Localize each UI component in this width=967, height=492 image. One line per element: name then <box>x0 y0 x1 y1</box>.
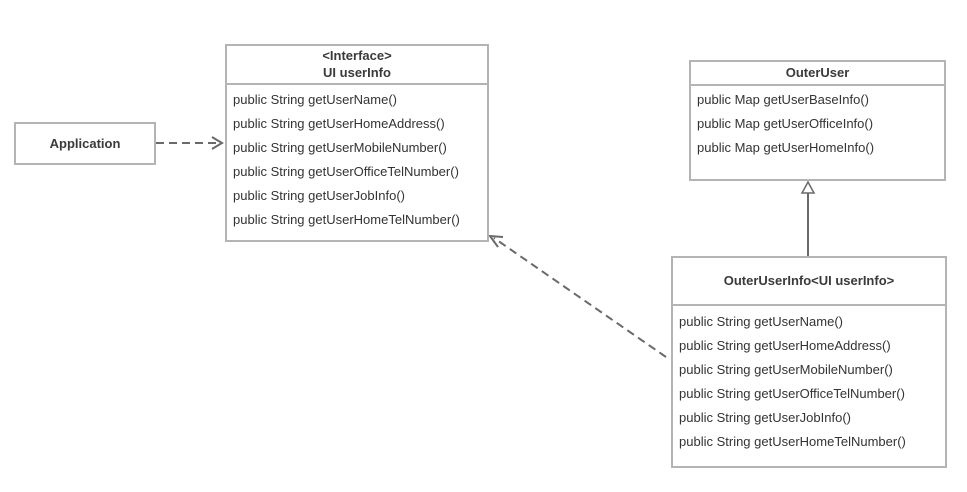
outer-user-methods: public Map getUserBaseInfo() public Map … <box>691 86 944 160</box>
interface-method: public String getUserMobileNumber() <box>233 140 447 155</box>
realization-arrowhead <box>487 234 504 248</box>
outer-user-info-name: OuterUserInfo<UI userInfo> <box>723 273 895 288</box>
outer-user-method: public Map getUserOfficeInfo() <box>697 116 874 131</box>
outer-user-info-method: public String getUserHomeTelNumber() <box>679 434 906 449</box>
interface-method: public String getUserName() <box>233 92 398 107</box>
outer-user-info-method: public String getUserJobInfo() <box>679 410 851 425</box>
interface-header: <Interface> UI userInfo <box>227 46 487 85</box>
interface-method: public String getUserOfficeTelNumber() <box>233 164 459 179</box>
interface-name: UI userInfo <box>323 65 391 80</box>
inheritance-arrowhead <box>800 180 816 194</box>
outer-user-name: OuterUser <box>785 65 850 80</box>
outer-user-method: public Map getUserBaseInfo() <box>697 92 869 107</box>
interface-method: public String getUserJobInfo() <box>233 188 405 203</box>
application-label: Application <box>49 136 121 151</box>
outer-user-box: OuterUser public Map getUserBaseInfo() p… <box>689 60 946 181</box>
realization-line <box>493 237 667 358</box>
outer-user-info-method: public String getUserName() <box>679 314 844 329</box>
outer-user-info-method: public String getUserHomeAddress() <box>679 338 891 353</box>
outer-user-info-header: OuterUserInfo<UI userInfo> <box>673 258 945 306</box>
outer-user-header: OuterUser <box>691 62 944 86</box>
interface-box: <Interface> UI userInfo public String ge… <box>225 44 489 242</box>
outer-user-info-methods: public String getUserName() public Strin… <box>673 306 945 454</box>
outer-user-method: public Map getUserHomeInfo() <box>697 140 875 155</box>
interface-method: public String getUserHomeTelNumber() <box>233 212 460 227</box>
interface-stereotype: <Interface> <box>322 48 392 63</box>
interface-methods: public String getUserName() public Strin… <box>227 85 487 232</box>
outer-user-info-method: public String getUserMobileNumber() <box>679 362 893 377</box>
outer-user-info-box: OuterUserInfo<UI userInfo> public String… <box>671 256 947 468</box>
application-dependency-arrowhead <box>211 136 224 150</box>
application-box: Application <box>14 122 156 165</box>
interface-method: public String getUserHomeAddress() <box>233 116 445 131</box>
outer-user-info-method: public String getUserOfficeTelNumber() <box>679 386 905 401</box>
